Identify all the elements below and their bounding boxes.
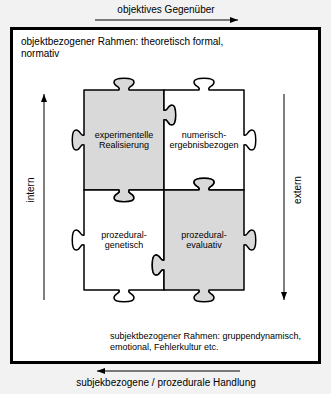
axis-label: intern [25,177,37,202]
axis-label: extern [292,176,304,204]
direction-arrow [97,371,240,372]
piece-label: experimentelle Realisierung [87,130,161,151]
direction-arrow [284,94,285,300]
puzzle-shape [72,190,164,302]
frame-footer: subjektbezogener Rahmen: gruppendynamisc… [110,331,310,352]
piece-label: prozedural-evaluativ [167,230,241,251]
puzzle-piece: numerisch-ergebnisbezogen [164,90,244,190]
piece-label: numerisch-ergebnisbezogen [167,130,241,151]
frame-heading: objektbezogener Rahmen: theoretisch form… [21,36,231,59]
puzzle-shape [164,78,256,190]
direction-arrow [95,20,238,21]
axis-label: objektives Gegenüber [117,4,214,16]
direction-arrow [44,94,45,300]
axis-label: subjekbezogene / prozedurale Handlung [76,377,256,389]
piece-label: prozedural-genetisch [87,230,161,251]
puzzle-piece: prozedural-genetisch [84,190,164,290]
puzzle-piece: experimentelle Realisierung [84,90,164,190]
puzzle-piece: prozedural-evaluativ [164,190,244,290]
frame-ground [10,27,321,364]
puzzle-shape [152,178,256,302]
puzzle-shape [72,78,176,202]
frame-box: objektbezogener Rahmen: theoretisch form… [10,27,321,364]
